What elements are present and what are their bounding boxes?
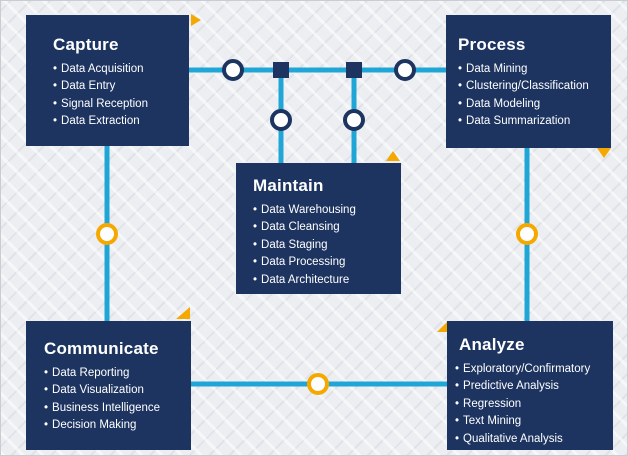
junction-square-left xyxy=(273,62,289,78)
analyze-list: Exploratory/Confirmatory Predictive Anal… xyxy=(455,361,613,448)
list-item: Data Warehousing xyxy=(253,202,401,219)
ring-node-process-in xyxy=(394,59,416,81)
list-item: Data Entry xyxy=(53,78,189,95)
junction-square-right xyxy=(346,62,362,78)
communicate-title: Communicate xyxy=(44,339,159,358)
accent-triangle-capture xyxy=(191,14,201,26)
list-item: Decision Making xyxy=(44,417,191,434)
list-item: Data Reporting xyxy=(44,365,191,382)
communicate-box: Communicate Data Reporting Data Visualiz… xyxy=(26,321,191,450)
communicate-list: Data Reporting Data Visualization Busine… xyxy=(44,365,191,435)
maintain-list: Data Warehousing Data Cleansing Data Sta… xyxy=(253,202,401,289)
list-item: Data Modeling xyxy=(458,96,611,113)
list-item: Data Mining xyxy=(458,61,611,78)
list-item: Data Staging xyxy=(253,237,401,254)
list-item: Data Summarization xyxy=(458,113,611,130)
list-item: Data Extraction xyxy=(53,113,189,130)
list-item: Data Architecture xyxy=(253,272,401,289)
list-item: Predictive Analysis xyxy=(455,378,613,395)
list-item: Data Processing xyxy=(253,254,401,271)
process-list: Data Mining Clustering/Classification Da… xyxy=(458,61,611,131)
accent-triangle-analyze xyxy=(437,322,447,332)
list-item: Data Visualization xyxy=(44,382,191,399)
list-item: Qualitative Analysis xyxy=(455,431,613,448)
list-item: Data Cleansing xyxy=(253,219,401,236)
maintain-title: Maintain xyxy=(253,176,324,195)
list-item: Regression xyxy=(455,396,613,413)
list-item: Signal Reception xyxy=(53,96,189,113)
process-box: Process Data Mining Clustering/Classific… xyxy=(446,15,611,148)
analyze-title: Analyze xyxy=(459,335,525,354)
ring-node-maintain-left xyxy=(270,109,292,131)
list-item: Business Intelligence xyxy=(44,400,191,417)
process-title: Process xyxy=(458,35,526,54)
ring-node-maintain-right xyxy=(343,109,365,131)
analyze-box: Analyze Exploratory/Confirmatory Predict… xyxy=(447,321,613,450)
list-item: Exploratory/Confirmatory xyxy=(455,361,613,378)
ring-node-bottom xyxy=(307,373,329,395)
capture-list: Data Acquisition Data Entry Signal Recep… xyxy=(53,61,189,131)
accent-triangle-communicate xyxy=(176,307,190,319)
list-item: Data Acquisition xyxy=(53,61,189,78)
list-item: Text Mining xyxy=(455,413,613,430)
capture-title: Capture xyxy=(53,35,119,54)
ring-node-right-vertical xyxy=(516,223,538,245)
list-item: Clustering/Classification xyxy=(458,78,611,95)
capture-box: Capture Data Acquisition Data Entry Sign… xyxy=(26,15,189,146)
accent-triangle-process xyxy=(597,148,611,158)
ring-node-left-vertical xyxy=(96,223,118,245)
maintain-box: Maintain Data Warehousing Data Cleansing… xyxy=(236,163,401,294)
accent-triangle-maintain xyxy=(386,151,400,161)
ring-node-capture-out xyxy=(222,59,244,81)
